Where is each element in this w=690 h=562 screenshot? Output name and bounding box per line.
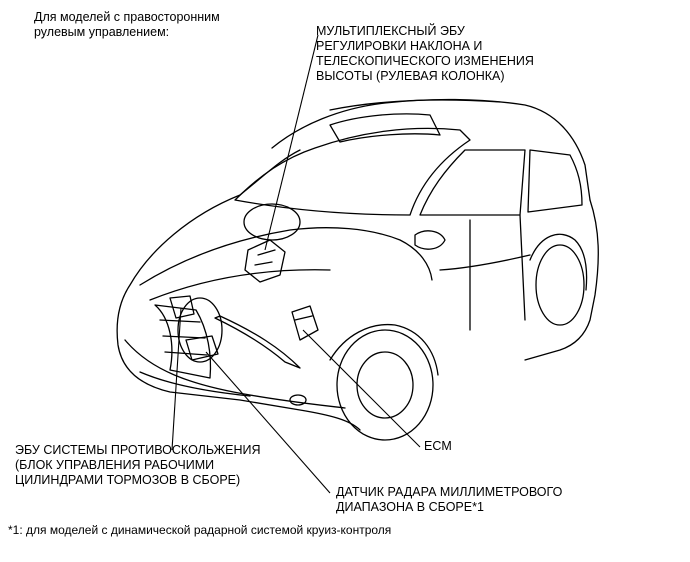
side-window-front (419, 149, 526, 216)
rear-wheel-arch (529, 233, 588, 291)
callout-radar-sensor: ДАТЧИК РАДАРА МИЛЛИМЕТРОВОГО ДИАПАЗОНА В… (336, 485, 562, 515)
model-heading: Для моделей с правосторонним рулевым упр… (34, 10, 220, 40)
headlight (214, 315, 301, 369)
roof-rail (329, 99, 501, 111)
hood-line (139, 227, 433, 286)
side-window-rear (527, 149, 583, 213)
radar-sensor-line-2: ДИАПАЗОНА В СБОРЕ*1 (336, 500, 484, 514)
abs-ecu-line-3: ЦИЛИНДРАМИ ТОРМОЗОВ В СБОРЕ) (15, 473, 241, 487)
leader-abs-ecu (171, 307, 182, 451)
rear-wheel (535, 244, 585, 326)
front-wheel (336, 329, 434, 441)
front-wheel-hub (356, 351, 414, 419)
footnote: *1: для моделей с динамической радарной … (8, 523, 392, 537)
callout-ecm: ECM (424, 439, 452, 454)
heading-line-2: рулевым управлением: (34, 25, 170, 39)
car-roof-outline (271, 98, 591, 201)
windshield (234, 127, 471, 216)
hood-crease (149, 269, 331, 301)
lower-intake (139, 371, 251, 397)
ecm-unit (291, 305, 319, 341)
steering-wheel (243, 203, 301, 241)
heading-line-1: Для моделей с правосторонним (34, 10, 220, 24)
ecm-line-1: ECM (424, 439, 452, 453)
leader-multiplex-ecu (264, 34, 319, 251)
callout-multiplex-ecu: МУЛЬТИПЛЕКСНЫЙ ЭБУ РЕГУЛИРОВКИ НАКЛОНА И… (316, 24, 534, 84)
abs-ecu-line-1: ЭБУ СИСТЕМЫ ПРОТИВОСКОЛЬЖЕНИЯ (15, 443, 261, 457)
front-wheel-arch (329, 323, 439, 376)
callout-abs-ecu: ЭБУ СИСТЕМЫ ПРОТИВОСКОЛЬЖЕНИЯ (БЛОК УПРА… (15, 443, 261, 488)
multiplex-ecu-line-1: МУЛЬТИПЛЕКСНЫЙ ЭБУ (316, 24, 465, 38)
radar-sensor (185, 335, 219, 361)
door-line (439, 214, 531, 331)
front-grille (154, 304, 212, 379)
fog-light (289, 394, 307, 406)
multiplex-ecu-line-2: РЕГУЛИРОВКИ НАКЛОНА И (316, 39, 483, 53)
leader-ecm (302, 329, 421, 448)
abs-ecu-line-2: (БЛОК УПРАВЛЕНИЯ РАБОЧИМИ (15, 458, 215, 472)
leader-radar (205, 351, 331, 494)
side-mirror (414, 230, 446, 250)
multiplex-ecu-line-3: ТЕЛЕСКОПИЧЕСКОГО ИЗМЕНЕНИЯ (316, 54, 534, 68)
sunroof (329, 113, 441, 143)
abs-actuator (169, 295, 195, 319)
car-body-outline (116, 149, 599, 431)
brake-disc (177, 297, 223, 363)
radar-sensor-line-1: ДАТЧИК РАДАРА МИЛЛИМЕТРОВОГО (336, 485, 563, 499)
multiplex-ecu-line-4: ВЫСОТЫ (РУЛЕВАЯ КОЛОНКА) (316, 69, 505, 83)
steering-column-ecu (244, 239, 286, 283)
front-bumper (124, 339, 346, 409)
